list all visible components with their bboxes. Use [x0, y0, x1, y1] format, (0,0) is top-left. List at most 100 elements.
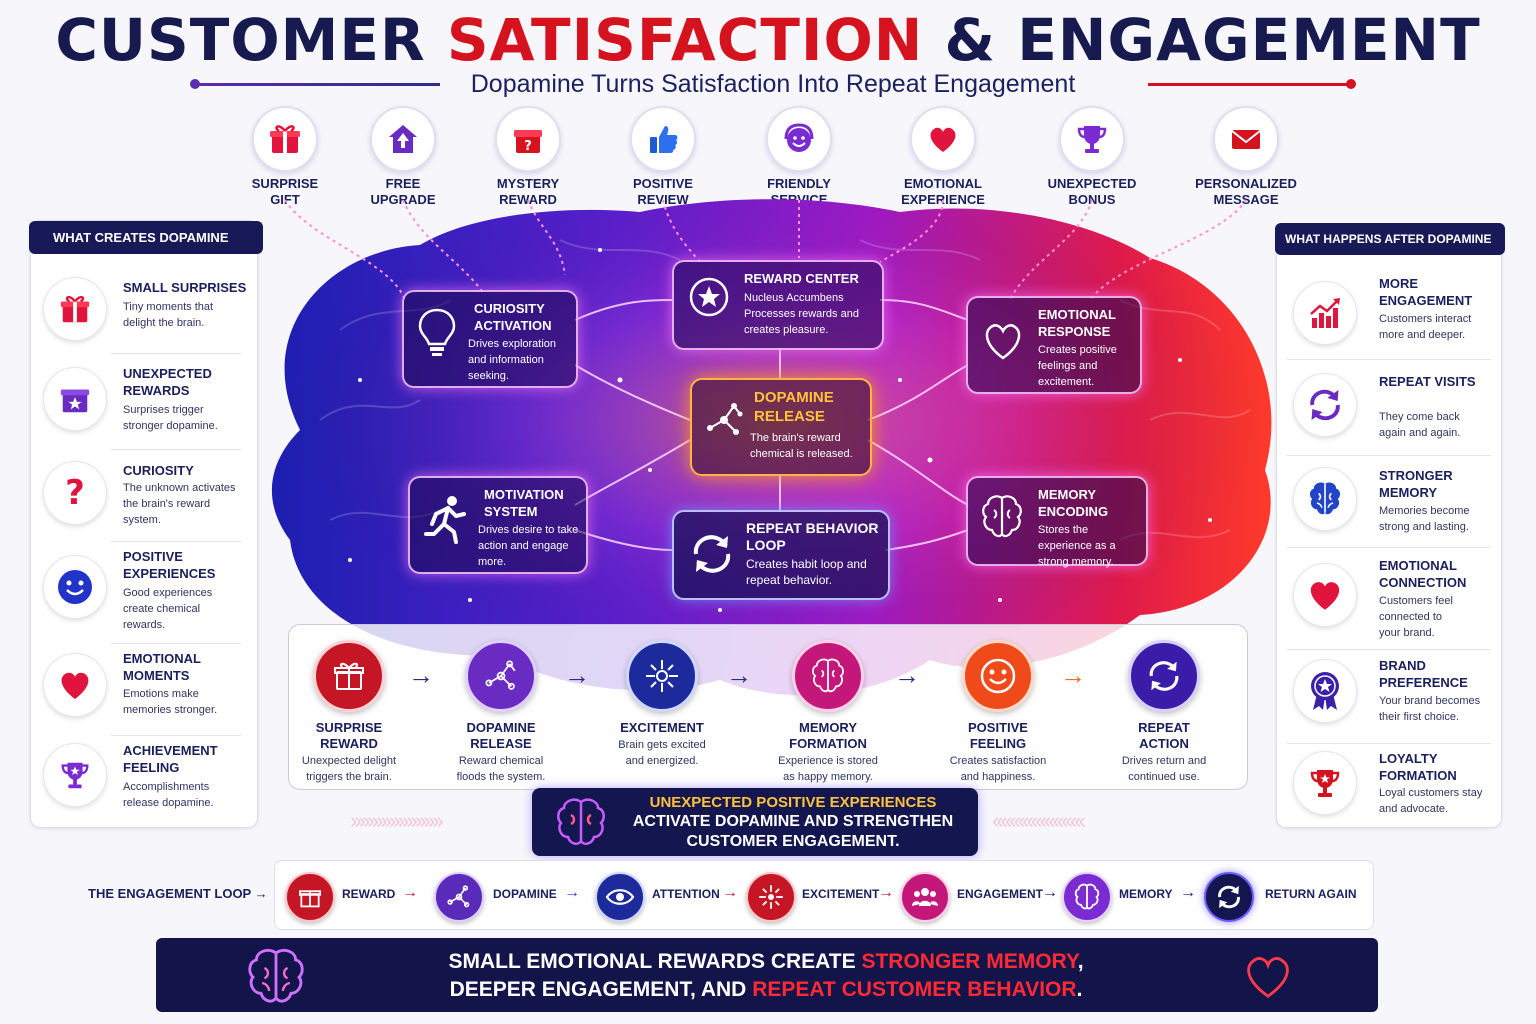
- right-item-title: BRAND PREFERENCE: [1379, 658, 1468, 690]
- trigger-item: ? MYSTERY REWARD: [463, 106, 593, 208]
- arrow-right-icon: →: [878, 884, 894, 901]
- running-person-icon: [424, 496, 466, 544]
- flow-strip: [288, 624, 1248, 790]
- heart-icon: [910, 106, 976, 172]
- right-item-desc: Your brand becomes their first choice.: [1379, 695, 1481, 723]
- brain-icon: [1062, 872, 1112, 922]
- right-item-desc: Customers interact more and deeper.: [1379, 313, 1472, 341]
- arrow-right-icon: →: [564, 660, 590, 690]
- svg-text:?: ?: [524, 139, 532, 154]
- left-item-title: SMALL SURPRISES: [123, 280, 247, 295]
- page-title: CUSTOMER SATISFACTION & ENGAGEMENT: [0, 6, 1536, 74]
- left-item-desc: Surprises trigger stronger dopamine.: [123, 404, 218, 432]
- right-item-title: REPEAT VISITS: [1379, 374, 1476, 389]
- loop-step-label: EXCITEMENT: [802, 887, 880, 901]
- spark-icon: [746, 872, 796, 922]
- smiley-icon: [43, 555, 107, 619]
- node-desc: Drives desire to take action and engage …: [478, 524, 579, 568]
- trigger-label: UNEXPECTED BONUS: [1047, 176, 1137, 207]
- arrow-right-icon: →: [1180, 884, 1196, 901]
- right-item-desc: Customers feel connected to your brand.: [1379, 595, 1453, 639]
- left-item-desc: Emotions make memories stronger.: [123, 688, 218, 716]
- flow-step-positive-feeling: POSITIVE FEELING Creates satisfaction an…: [923, 640, 1073, 785]
- loop-step-label: DOPAMINE: [493, 887, 557, 901]
- repeat-icon: [693, 535, 731, 573]
- headset-smile-icon: [766, 106, 832, 172]
- flow-step-surprise-reward: SURPRISE REWARD Unexpected delight trigg…: [274, 640, 424, 785]
- arrow-right-icon: →: [402, 884, 418, 901]
- right-item-desc: They come back again and again.: [1379, 411, 1461, 439]
- right-item-brand-preference: BRAND PREFERENCE Your brand becomes thei…: [1277, 651, 1501, 743]
- loop-step-label: ENGAGEMENT: [957, 887, 1044, 901]
- trigger-label: SURPRISE GIFT: [251, 176, 319, 207]
- arrow-right-icon: →: [564, 884, 580, 901]
- loop-step-label: REWARD: [342, 887, 396, 901]
- footer-line-2: DEEPER ENGAGEMENT, AND REPEAT CUSTOMER B…: [376, 978, 1156, 1002]
- left-item-curiosity: ? CURIOSITY The unknown activates the br…: [31, 453, 257, 541]
- heart-outline-icon: [985, 324, 1021, 360]
- growth-chart-icon: [1293, 281, 1357, 345]
- footer-banner: SMALL EMOTIONAL REWARDS CREATE STRONGER …: [156, 938, 1378, 1012]
- flow-step-title: MEMORY FORMATION: [789, 720, 867, 751]
- left-item-title: EMOTIONAL MOMENTS: [123, 651, 201, 683]
- loop-step-label: ATTENTION: [652, 887, 720, 901]
- subtitle-line-right: [1148, 83, 1348, 86]
- right-item-emotional-connection: EMOTIONAL CONNECTION Customers feel conn…: [1277, 549, 1501, 649]
- trophy-icon: [43, 743, 107, 807]
- node-desc: Nucleus Accumbens Processes rewards and …: [744, 292, 859, 336]
- title-part-3: & ENGAGEMENT: [923, 6, 1481, 74]
- badge-star-icon: [1293, 659, 1357, 723]
- flow-step-dopamine-release: DOPAMINE RELEASE Reward chemical floods …: [426, 640, 576, 785]
- flow-step-title: EXCITEMENT: [620, 720, 704, 735]
- right-panel-heading: WHAT HAPPENS AFTER DOPAMINE: [1275, 223, 1505, 255]
- subtitle-line-left: [198, 83, 440, 86]
- brain-icon: [792, 640, 864, 712]
- flow-step-memory-formation: MEMORY FORMATION Experience is stored as…: [753, 640, 903, 785]
- divider: [1287, 743, 1491, 744]
- trigger-item: PERSONALIZED MESSAGE: [1181, 106, 1311, 208]
- divider: [1287, 359, 1491, 360]
- left-item-emotional-moments: EMOTIONAL MOMENTS Emotions make memories…: [31, 645, 257, 735]
- trigger-item: POSITIVE REVIEW: [598, 106, 728, 208]
- subtitle-dot-right: [1346, 79, 1356, 89]
- footer-text: ,: [1077, 950, 1084, 973]
- gift-icon: [313, 640, 385, 712]
- footer-text: SMALL EMOTIONAL REWARDS CREATE: [448, 950, 862, 973]
- trigger-item: FREE UPGRADE: [338, 106, 468, 208]
- right-item-desc: Loyal customers stay and advocate.: [1379, 787, 1483, 815]
- molecule-icon: [707, 403, 743, 435]
- brain-icon: [1293, 467, 1357, 531]
- upgrade-icon: [370, 106, 436, 172]
- flow-step-repeat-action: REPEAT ACTION Drives return and continue…: [1089, 640, 1239, 785]
- flow-step-title: DOPAMINE RELEASE: [466, 720, 536, 751]
- callout-line-2: ACTIVATE DOPAMINE AND STRENGTHEN: [632, 813, 954, 830]
- star-box-icon: [43, 367, 107, 431]
- right-item-desc: Memories become strong and lasting.: [1379, 505, 1470, 533]
- right-item-title: STRONGER MEMORY: [1379, 468, 1453, 500]
- node-dopamine-release: DOPAMINE RELEASE The brain's reward chem…: [690, 378, 872, 476]
- node-motivation-system: MOTIVATION SYSTEM Drives desire to take …: [408, 476, 588, 574]
- title-part-1: CUSTOMER: [55, 6, 447, 74]
- gift-icon: [43, 277, 107, 341]
- node-desc: The brain's reward chemical is released.: [750, 432, 853, 460]
- footer-highlight: REPEAT CUSTOMER BEHAVIOR: [752, 978, 1077, 1001]
- right-item-loyalty-formation: LOYALTY FORMATION Loyal customers stay a…: [1277, 745, 1501, 825]
- right-panel-what-happens-after-dopamine: WHAT HAPPENS AFTER DOPAMINE MORE ENGAGEM…: [1275, 223, 1505, 828]
- loop-step-label: RETURN AGAIN: [1265, 887, 1357, 901]
- trigger-item: EMOTIONAL EXPERIENCE: [878, 106, 1008, 208]
- heart-icon: [43, 653, 107, 717]
- divider: [1287, 547, 1491, 548]
- left-panel-heading: WHAT CREATES DOPAMINE: [29, 221, 263, 254]
- node-title: REPEAT BEHAVIOR LOOP: [746, 520, 879, 553]
- flow-step-excitement: EXCITEMENT Brain gets excited and energi…: [587, 640, 737, 769]
- people-icon: [900, 872, 950, 922]
- title-part-2: SATISFACTION: [446, 6, 924, 74]
- node-repeat-behavior-loop: REPEAT BEHAVIOR LOOP Creates habit loop …: [672, 510, 890, 600]
- node-reward-center: REWARD CENTER Nucleus Accumbens Processe…: [672, 260, 884, 350]
- divider: [1287, 649, 1491, 650]
- trigger-label: EMOTIONAL EXPERIENCE: [901, 176, 985, 207]
- divider: [111, 541, 241, 542]
- divider: [1287, 455, 1491, 456]
- left-item-title: UNEXPECTED REWARDS: [123, 366, 212, 398]
- neural-sparkles: [348, 248, 1212, 612]
